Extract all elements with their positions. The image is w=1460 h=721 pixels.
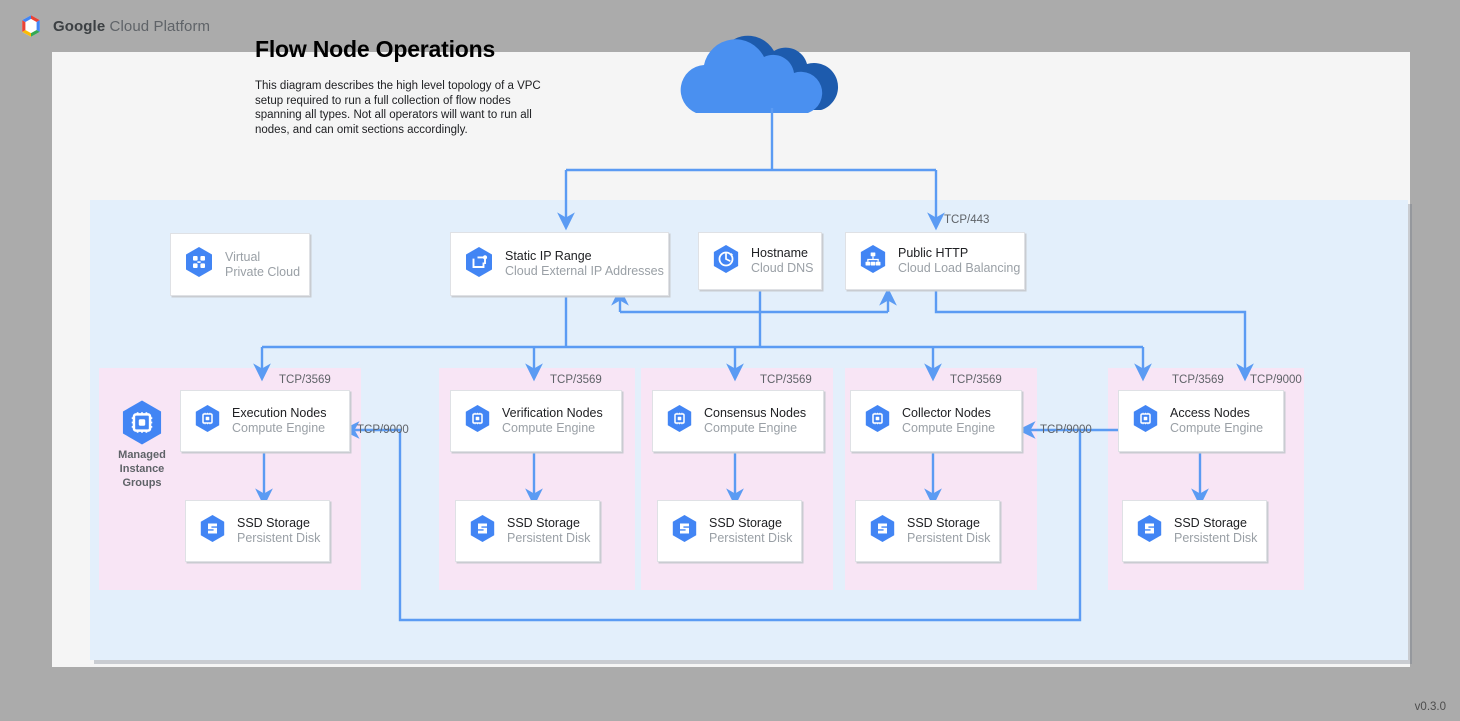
card-collector-nodes[interactable]: Collector Nodes Compute Engine — [850, 390, 1033, 463]
persistent-disk-icon — [671, 514, 698, 548]
managed-instance-groups-label: Managed Instance Groups — [99, 448, 185, 490]
card-public-http[interactable]: Public HTTP Cloud Load Balancing — [845, 232, 1025, 290]
ssd-storage-title: SSD Storage — [237, 516, 310, 530]
card-access-nodes[interactable]: Access Nodes Compute Engine — [1118, 390, 1295, 463]
port-label-execution-in-9000: TCP/9000 — [357, 424, 409, 436]
public-http-title: Public HTTP — [898, 246, 969, 260]
gcp-brand-title: Google Cloud Platform — [53, 18, 210, 35]
ssd-storage-subtitle: Persistent Disk — [507, 531, 591, 545]
cloud-dns-icon — [712, 244, 740, 279]
port-label-collector-3569: TCP/3569 — [950, 374, 1002, 386]
vpc-label-line1: Virtual — [225, 249, 261, 264]
ssd-storage-subtitle: Persistent Disk — [237, 531, 321, 545]
internet-cloud-icon — [678, 18, 868, 113]
compute-engine-icon — [464, 404, 491, 438]
consensus-nodes-title: Consensus Nodes — [704, 406, 807, 420]
card-ssd-storage-collector[interactable]: SSD Storage Persistent Disk — [855, 500, 1011, 573]
ssd-storage-subtitle: Persistent Disk — [907, 531, 991, 545]
port-label-access-3569: TCP/3569 — [1172, 374, 1224, 386]
card-execution-nodes[interactable]: Execution Nodes Compute Engine — [180, 390, 361, 463]
execution-nodes-subtitle: Compute Engine — [232, 421, 326, 435]
gcp-header: Google Cloud Platform — [0, 0, 1460, 52]
static-ip-range-title: Static IP Range — [505, 249, 592, 263]
public-http-subtitle: Cloud Load Balancing — [898, 261, 1021, 275]
ssd-storage-title: SSD Storage — [709, 516, 782, 530]
port-label-execution-3569: TCP/3569 — [279, 374, 331, 386]
card-virtual-private-cloud[interactable]: Virtual Private Cloud — [170, 233, 310, 296]
port-label-consensus-3569: TCP/3569 — [760, 374, 812, 386]
virtual-private-cloud-icon — [184, 246, 214, 283]
ssd-storage-title: SSD Storage — [907, 516, 980, 530]
ssd-storage-title: SSD Storage — [507, 516, 580, 530]
card-hostname[interactable]: Hostname Cloud DNS — [698, 232, 822, 290]
vpc-label-line2: Private Cloud — [225, 264, 301, 279]
google-cloud-hexagon-logo-icon — [18, 13, 44, 39]
ssd-storage-subtitle: Persistent Disk — [1174, 531, 1258, 545]
verification-nodes-title: Verification Nodes — [502, 406, 603, 420]
card-static-ip-range[interactable]: Static IP Range Cloud External IP Addres… — [450, 232, 680, 307]
persistent-disk-icon — [1136, 514, 1163, 548]
ssd-storage-subtitle: Persistent Disk — [709, 531, 793, 545]
execution-nodes-title: Execution Nodes — [232, 406, 327, 420]
port-label-verification-3569: TCP/3569 — [550, 374, 602, 386]
compute-engine-icon — [194, 404, 221, 438]
card-consensus-nodes[interactable]: Consensus Nodes Compute Engine — [652, 390, 835, 463]
consensus-nodes-subtitle: Compute Engine — [704, 421, 798, 435]
access-nodes-subtitle: Compute Engine — [1170, 421, 1264, 435]
port-label-access-9000: TCP/9000 — [1250, 374, 1302, 386]
managed-instance-groups-icon — [120, 399, 164, 451]
gcp-brand-bold: Google — [53, 17, 106, 35]
static-ip-range-subtitle: Cloud External IP Addresses — [505, 264, 664, 278]
compute-engine-icon — [864, 404, 891, 438]
compute-engine-icon — [1132, 404, 1159, 438]
collector-nodes-subtitle: Compute Engine — [902, 421, 996, 435]
mig-label-line3: Groups — [122, 477, 162, 489]
mig-label-line2: Instance — [119, 463, 165, 475]
version-label: v0.3.0 — [1414, 701, 1446, 713]
gcp-brand-rest: Cloud Platform — [105, 17, 211, 35]
cloud-external-ip-addresses-icon — [464, 246, 494, 283]
card-ssd-storage-execution[interactable]: SSD Storage Persistent Disk — [185, 500, 341, 573]
mig-label-line1: Managed — [118, 449, 166, 461]
compute-engine-icon — [666, 404, 693, 438]
persistent-disk-icon — [469, 514, 496, 548]
access-nodes-title: Access Nodes — [1170, 406, 1250, 420]
page-title: Flow Node Operations — [255, 36, 496, 62]
cloud-load-balancing-icon — [859, 244, 887, 279]
persistent-disk-icon — [869, 514, 896, 548]
ssd-storage-title: SSD Storage — [1174, 516, 1247, 530]
card-ssd-storage-access[interactable]: SSD Storage Persistent Disk — [1122, 500, 1278, 573]
port-label-collector-in-9000: TCP/9000 — [1040, 424, 1092, 436]
collector-nodes-title: Collector Nodes — [902, 406, 991, 420]
hostname-subtitle: Cloud DNS — [751, 261, 814, 275]
card-ssd-storage-verification[interactable]: SSD Storage Persistent Disk — [455, 500, 611, 573]
card-ssd-storage-consensus[interactable]: SSD Storage Persistent Disk — [657, 500, 813, 573]
card-verification-nodes[interactable]: Verification Nodes Compute Engine — [450, 390, 633, 463]
diagram-description: This diagram describes the high level to… — [255, 80, 541, 136]
verification-nodes-subtitle: Compute Engine — [502, 421, 596, 435]
hostname-title: Hostname — [751, 246, 808, 260]
port-label-tcp443: TCP/443 — [944, 214, 990, 226]
persistent-disk-icon — [199, 514, 226, 548]
